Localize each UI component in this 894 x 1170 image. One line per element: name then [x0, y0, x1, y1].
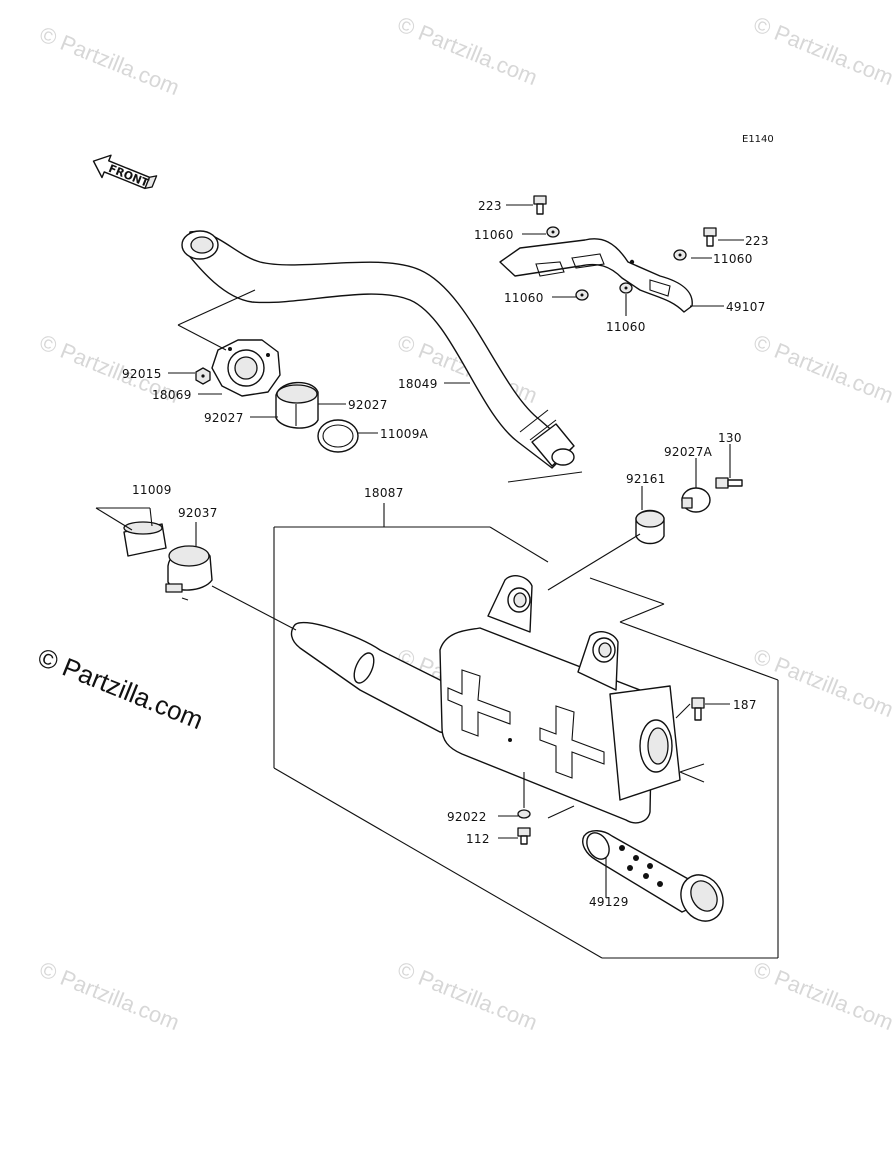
watermark-layer: © Partzilla.com © Partzilla.com © Partzi…	[36, 11, 894, 1035]
part-label: 11009	[132, 483, 172, 497]
part-label: 18049	[398, 377, 438, 391]
watermark: © Partzilla.com	[750, 11, 894, 90]
part-label: 18069	[152, 388, 192, 402]
collar-part	[681, 487, 711, 513]
nut-part	[195, 367, 211, 385]
bracket-part	[499, 238, 693, 313]
part-label: 11060	[606, 320, 646, 334]
bolt-part	[715, 477, 743, 489]
watermark: © Partzilla.com	[750, 643, 894, 722]
part-label: 18087	[364, 486, 404, 500]
washer-part	[619, 282, 633, 294]
watermark: © Partzilla.com	[750, 329, 894, 408]
front-label: FRONT	[107, 162, 151, 190]
part-label: 92161	[626, 472, 666, 486]
part-label: 130	[718, 431, 742, 445]
part-label: 11060	[504, 291, 544, 305]
bolt-part	[691, 697, 705, 721]
watermark: © Partzilla.com	[750, 956, 894, 1035]
part-label: 187	[733, 698, 757, 712]
watermark: © Partzilla.com	[394, 956, 541, 1035]
part-label: 92015	[122, 367, 162, 381]
bolt-part	[703, 227, 717, 247]
part-label: 49129	[589, 895, 629, 909]
part-label: 92027	[348, 398, 388, 412]
part-label: 223	[745, 234, 769, 248]
watermark: © Partzilla.com	[36, 21, 183, 100]
washer-part	[575, 289, 589, 301]
exhaust-pipe-part	[181, 230, 575, 469]
front-arrow-icon: FRONT	[92, 154, 158, 190]
bolt-part	[533, 195, 547, 215]
copyright-notice: © Partzilla.com	[34, 642, 208, 735]
diagram-code: E1140	[742, 134, 774, 145]
part-label: 11060	[713, 252, 753, 266]
spark-arrester-part	[582, 830, 724, 922]
part-label: 223	[478, 199, 502, 213]
part-label: 49107	[726, 300, 766, 314]
sleeve-part	[123, 521, 167, 557]
part-labels: 223 11060 223 11060 11060 11060 49107 92…	[122, 199, 769, 909]
part-label: 92037	[178, 506, 218, 520]
watermark: © Partzilla.com	[36, 956, 183, 1035]
split-collar-part	[275, 381, 319, 429]
washer-part	[517, 809, 531, 819]
washer-part	[673, 249, 687, 261]
part-label: 92022	[447, 810, 487, 824]
part-label: 112	[466, 832, 490, 846]
flange-gasket-part	[211, 339, 281, 397]
muffler-part	[290, 575, 681, 824]
bolt-part	[517, 827, 531, 845]
leader-lines	[95, 204, 779, 959]
part-label: 92027	[204, 411, 244, 425]
washer-part	[546, 226, 560, 238]
part-label: 92027A	[664, 445, 713, 459]
part-label: 11009A	[380, 427, 429, 441]
clamp-part	[165, 545, 213, 601]
watermark: © Partzilla.com	[394, 11, 541, 90]
grommet-part	[635, 509, 665, 545]
part-label: 11060	[474, 228, 514, 242]
gasket-ring-part	[317, 419, 359, 453]
